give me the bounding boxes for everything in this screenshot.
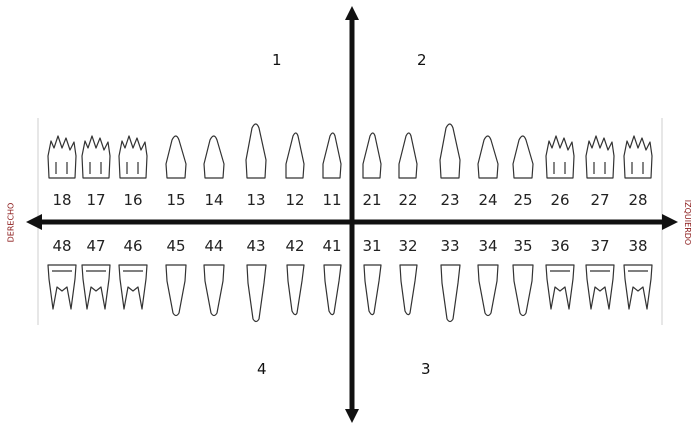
tooth-number-13: 13: [241, 191, 271, 209]
tooth-number-24: 24: [473, 191, 503, 209]
tooth-number-34: 34: [473, 237, 503, 255]
tooth-number-44: 44: [199, 237, 229, 255]
tooth-number-32: 32: [393, 237, 423, 255]
tooth-41-incisor-icon: [324, 265, 341, 315]
tooth-number-12: 12: [280, 191, 310, 209]
tooth-number-22: 22: [393, 191, 423, 209]
tooth-number-37: 37: [585, 237, 615, 255]
tooth-22-incisor-icon: [399, 133, 417, 178]
tooth-32-incisor-icon: [400, 265, 417, 315]
tooth-number-16: 16: [118, 191, 148, 209]
tooth-number-33: 33: [435, 237, 465, 255]
tooth-15-premolar-icon: [166, 136, 186, 178]
arrow-down-head: [345, 409, 359, 423]
tooth-number-17: 17: [81, 191, 111, 209]
tooth-33-canine-icon: [441, 265, 460, 322]
tooth-13-canine-icon: [246, 124, 266, 178]
quadrant-2-label: 2: [417, 51, 427, 69]
quadrant-1-label: 1: [272, 51, 282, 69]
tooth-36-molar-icon: [546, 265, 574, 309]
tooth-46-molar-icon: [119, 265, 147, 309]
tooth-47-molar-icon: [82, 265, 110, 309]
tooth-31-incisor-icon: [364, 265, 381, 315]
tooth-37-molar-icon: [586, 265, 614, 309]
tooth-48-molar-icon: [48, 265, 76, 309]
tooth-number-26: 26: [545, 191, 575, 209]
tooth-11-incisor-icon: [323, 133, 341, 178]
tooth-27-molar-icon: [586, 136, 614, 178]
tooth-12-incisor-icon: [286, 133, 304, 178]
tooth-43-canine-icon: [247, 265, 266, 322]
tooth-44-premolar-icon: [204, 265, 224, 316]
tooth-number-38: 38: [623, 237, 653, 255]
tooth-number-27: 27: [585, 191, 615, 209]
arrow-up-head: [345, 6, 359, 20]
tooth-25-premolar-icon: [513, 136, 533, 178]
tooth-34-premolar-icon: [478, 265, 498, 316]
tooth-18-molar-icon: [48, 136, 76, 178]
tooth-number-21: 21: [357, 191, 387, 209]
tooth-number-11: 11: [317, 191, 347, 209]
tooth-number-46: 46: [118, 237, 148, 255]
tooth-23-canine-icon: [440, 124, 460, 178]
tooth-16-molar-icon: [119, 136, 147, 178]
tooth-42-incisor-icon: [287, 265, 304, 315]
tooth-number-36: 36: [545, 237, 575, 255]
tooth-28-molar-icon: [624, 136, 652, 178]
tooth-number-45: 45: [161, 237, 191, 255]
tooth-number-35: 35: [508, 237, 538, 255]
tooth-45-premolar-icon: [166, 265, 186, 316]
tooth-38-molar-icon: [624, 265, 652, 309]
tooth-26-molar-icon: [546, 136, 574, 178]
arrow-right-head: [662, 214, 678, 230]
tooth-number-47: 47: [81, 237, 111, 255]
tooth-number-28: 28: [623, 191, 653, 209]
tooth-21-incisor-icon: [363, 133, 381, 178]
tooth-14-premolar-icon: [204, 136, 224, 178]
tooth-35-premolar-icon: [513, 265, 533, 316]
arrow-left-head: [26, 214, 42, 230]
quadrant-4-label: 4: [257, 360, 267, 378]
tooth-number-48: 48: [47, 237, 77, 255]
tooth-number-31: 31: [357, 237, 387, 255]
tooth-17-molar-icon: [82, 136, 110, 178]
tooth-number-25: 25: [508, 191, 538, 209]
quadrant-3-label: 3: [421, 360, 431, 378]
tooth-24-premolar-icon: [478, 136, 498, 178]
tooth-number-23: 23: [435, 191, 465, 209]
right-side-label: DERECHO: [6, 203, 15, 243]
tooth-number-41: 41: [317, 237, 347, 255]
tooth-number-15: 15: [161, 191, 191, 209]
tooth-number-43: 43: [241, 237, 271, 255]
tooth-number-42: 42: [280, 237, 310, 255]
left-side-label: IZQUIERDO: [683, 200, 692, 245]
tooth-number-14: 14: [199, 191, 229, 209]
tooth-number-18: 18: [47, 191, 77, 209]
